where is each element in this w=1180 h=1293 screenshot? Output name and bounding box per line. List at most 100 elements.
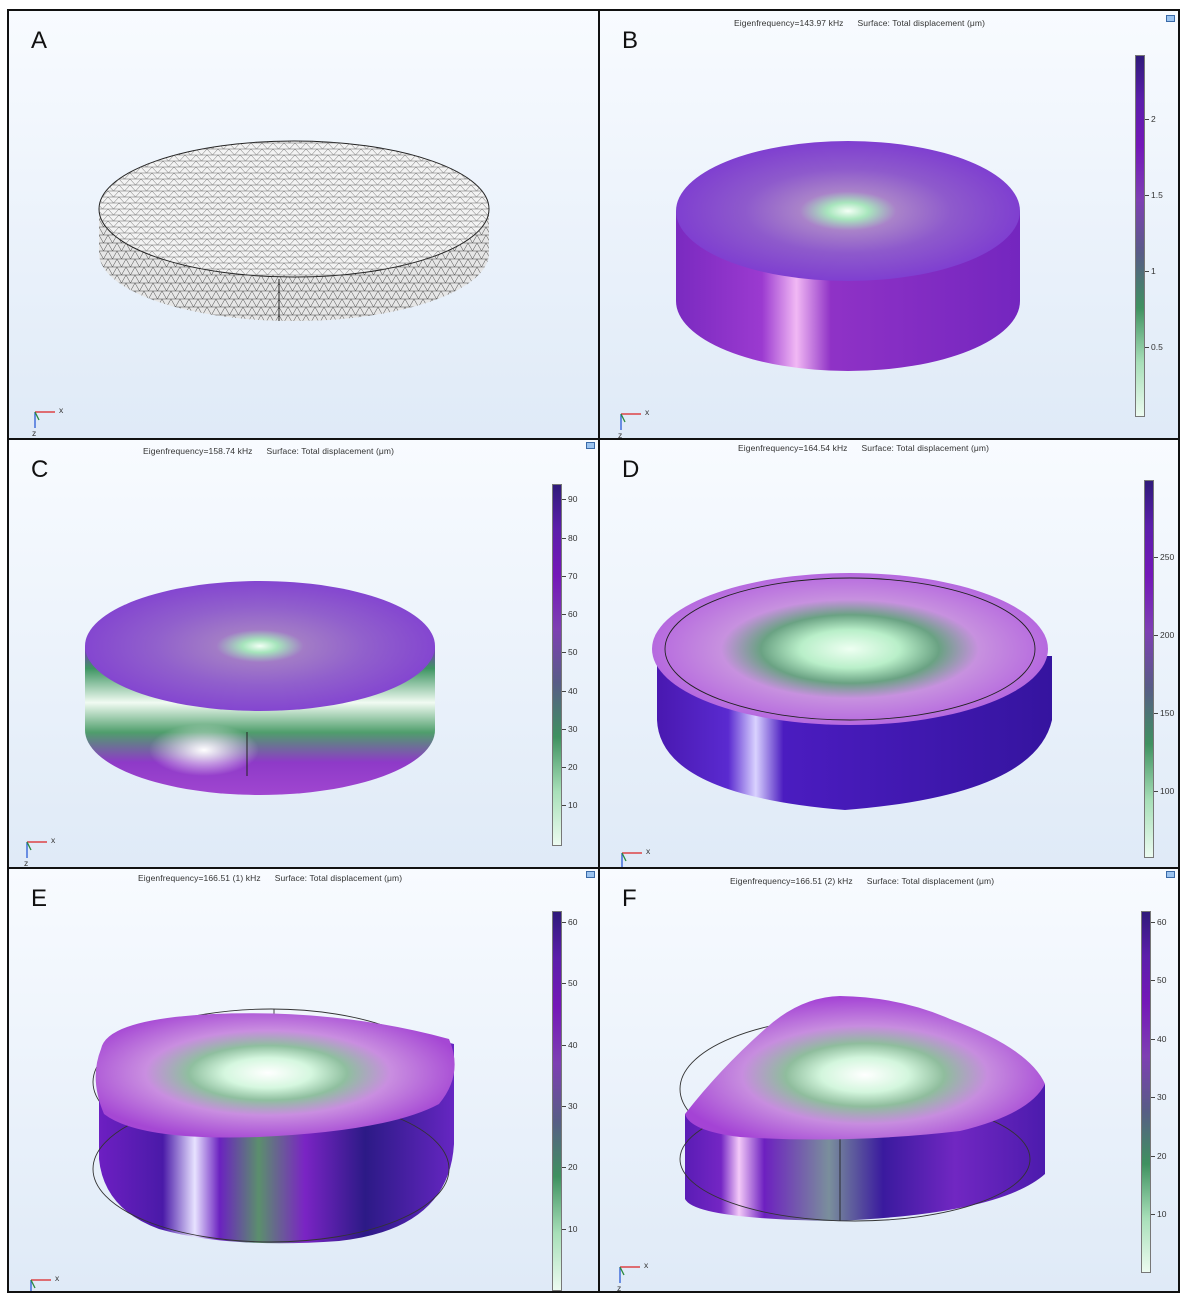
legend-tick-label: 20 — [1157, 1151, 1167, 1161]
legend-tick-label: 50 — [1157, 975, 1167, 985]
color-legend-bar — [1135, 55, 1145, 417]
legend-tick-label: 60 — [1157, 917, 1167, 927]
legend-tick — [1151, 1039, 1155, 1040]
legend-tick — [562, 691, 566, 692]
eigenfrequency-label: Eigenfrequency=166.51 (1) kHz — [138, 873, 261, 883]
color-legend-bar — [1141, 911, 1151, 1273]
legend-tick — [562, 576, 566, 577]
legend-tick-label: 40 — [1157, 1034, 1167, 1044]
plot-title: Eigenfrequency=143.97 kHz Surface: Total … — [734, 18, 985, 28]
legend-tick-label: 1 — [1151, 266, 1156, 276]
eigenfrequency-label: Eigenfrequency=158.74 kHz — [143, 446, 253, 456]
panel-b: Eigenfrequency=143.97 kHz Surface: Total … — [598, 9, 1180, 440]
legend-tick-label: 20 — [568, 1162, 578, 1172]
legend-tick-label: 60 — [568, 609, 578, 619]
legend-tick — [562, 614, 566, 615]
color-legend-bar — [1144, 480, 1154, 858]
z-axis-label: z — [617, 1283, 622, 1293]
x-axis-label: x — [645, 407, 650, 417]
legend-tick — [562, 805, 566, 806]
eigenfrequency-label: Eigenfrequency=143.97 kHz — [734, 18, 844, 28]
surface-label: Surface: Total displacement (μm) — [866, 876, 995, 886]
panel-letter: C — [31, 456, 49, 483]
z-axis-label: z — [618, 430, 623, 440]
x-axis-label: x — [59, 405, 64, 415]
window-icon[interactable] — [1166, 871, 1175, 878]
legend-tick-label: 0.5 — [1151, 342, 1163, 352]
legend-tick-label: 50 — [568, 978, 578, 988]
legend-tick-label: 2 — [1151, 114, 1156, 124]
x-axis-label: x — [644, 1260, 649, 1270]
legend-tick-label: 40 — [568, 1040, 578, 1050]
axis-triad-icon: x — [25, 1273, 65, 1291]
legend-tick — [562, 1045, 566, 1046]
legend-tick — [1154, 557, 1158, 558]
panel-letter: F — [622, 885, 637, 912]
legend-tick — [562, 538, 566, 539]
surface-label: Surface: Total displacement (μm) — [861, 443, 989, 453]
legend-tick — [1145, 347, 1149, 348]
legend-tick — [1154, 635, 1158, 636]
legend-tick-label: 70 — [568, 571, 578, 581]
axis-triad-icon: x z — [29, 405, 69, 438]
legend-tick — [562, 1106, 566, 1107]
x-axis-label: x — [55, 1273, 60, 1283]
mode-shape-e — [92, 1008, 455, 1244]
eigenfrequency-label: Eigenfrequency=164.54 kHz — [738, 443, 848, 453]
legend-tick-label: 30 — [568, 724, 578, 734]
legend-tick-label: 10 — [568, 1224, 578, 1234]
mode-shape-d — [652, 573, 1052, 810]
axis-triad-icon: x z — [616, 846, 656, 868]
legend-tick — [562, 499, 566, 500]
legend-tick — [562, 1229, 566, 1230]
z-axis-label: z — [32, 428, 37, 438]
legend-tick-label: 60 — [568, 917, 578, 927]
legend-tick — [562, 652, 566, 653]
legend-tick — [1145, 119, 1149, 120]
color-legend-bar — [552, 911, 562, 1291]
panel-d: Eigenfrequency=164.54 kHz Surface: Total … — [598, 438, 1180, 870]
legend-tick — [1151, 1214, 1155, 1215]
z-axis-label: z — [24, 858, 29, 868]
axis-triad-icon: x z — [614, 1260, 654, 1293]
x-axis-label: x — [51, 835, 56, 845]
legend-tick — [562, 729, 566, 730]
surface-label: Surface: Total displacement (μm) — [857, 18, 985, 28]
legend-tick — [1151, 1097, 1155, 1098]
panel-a: A x z — [7, 9, 600, 440]
legend-tick-label: 100 — [1160, 786, 1175, 796]
panel-letter: E — [31, 885, 48, 912]
plot-title: Eigenfrequency=166.51 (1) kHz Surface: To… — [138, 873, 402, 883]
mode-shape-b — [676, 141, 1020, 371]
plot-title: Eigenfrequency=164.54 kHz Surface: Total … — [738, 443, 989, 453]
legend-tick-label: 10 — [1157, 1209, 1167, 1219]
legend-tick-label: 80 — [568, 533, 578, 543]
legend-tick — [1151, 1156, 1155, 1157]
panel-letter: B — [622, 27, 639, 54]
legend-tick-label: 40 — [568, 686, 578, 696]
mesh-disc — [98, 140, 490, 321]
eigenfrequency-label: Eigenfrequency=166.51 (2) kHz — [730, 876, 853, 886]
mode-shape-f — [679, 996, 1045, 1222]
legend-tick — [1154, 791, 1158, 792]
legend-tick — [562, 767, 566, 768]
surface-label: Surface: Total displacement (μm) — [274, 873, 403, 883]
plot-title: Eigenfrequency=166.51 (2) kHz Surface: To… — [730, 876, 994, 886]
color-legend-bar — [552, 484, 562, 846]
legend-tick — [562, 983, 566, 984]
legend-tick-label: 150 — [1160, 708, 1175, 718]
axis-triad-icon: x z — [21, 835, 61, 868]
surface-label: Surface: Total displacement (μm) — [266, 446, 394, 456]
x-axis-label: x — [646, 846, 651, 856]
legend-tick — [1151, 922, 1155, 923]
window-icon[interactable] — [1166, 15, 1175, 22]
axis-triad-icon: x z — [615, 407, 655, 440]
window-icon[interactable] — [586, 871, 595, 878]
legend-tick — [562, 1167, 566, 1168]
panel-letter: A — [31, 27, 48, 54]
legend-tick — [1151, 980, 1155, 981]
window-icon[interactable] — [586, 442, 595, 449]
legend-tick-label: 200 — [1160, 630, 1175, 640]
legend-tick-label: 30 — [1157, 1092, 1167, 1102]
legend-tick — [1145, 195, 1149, 196]
